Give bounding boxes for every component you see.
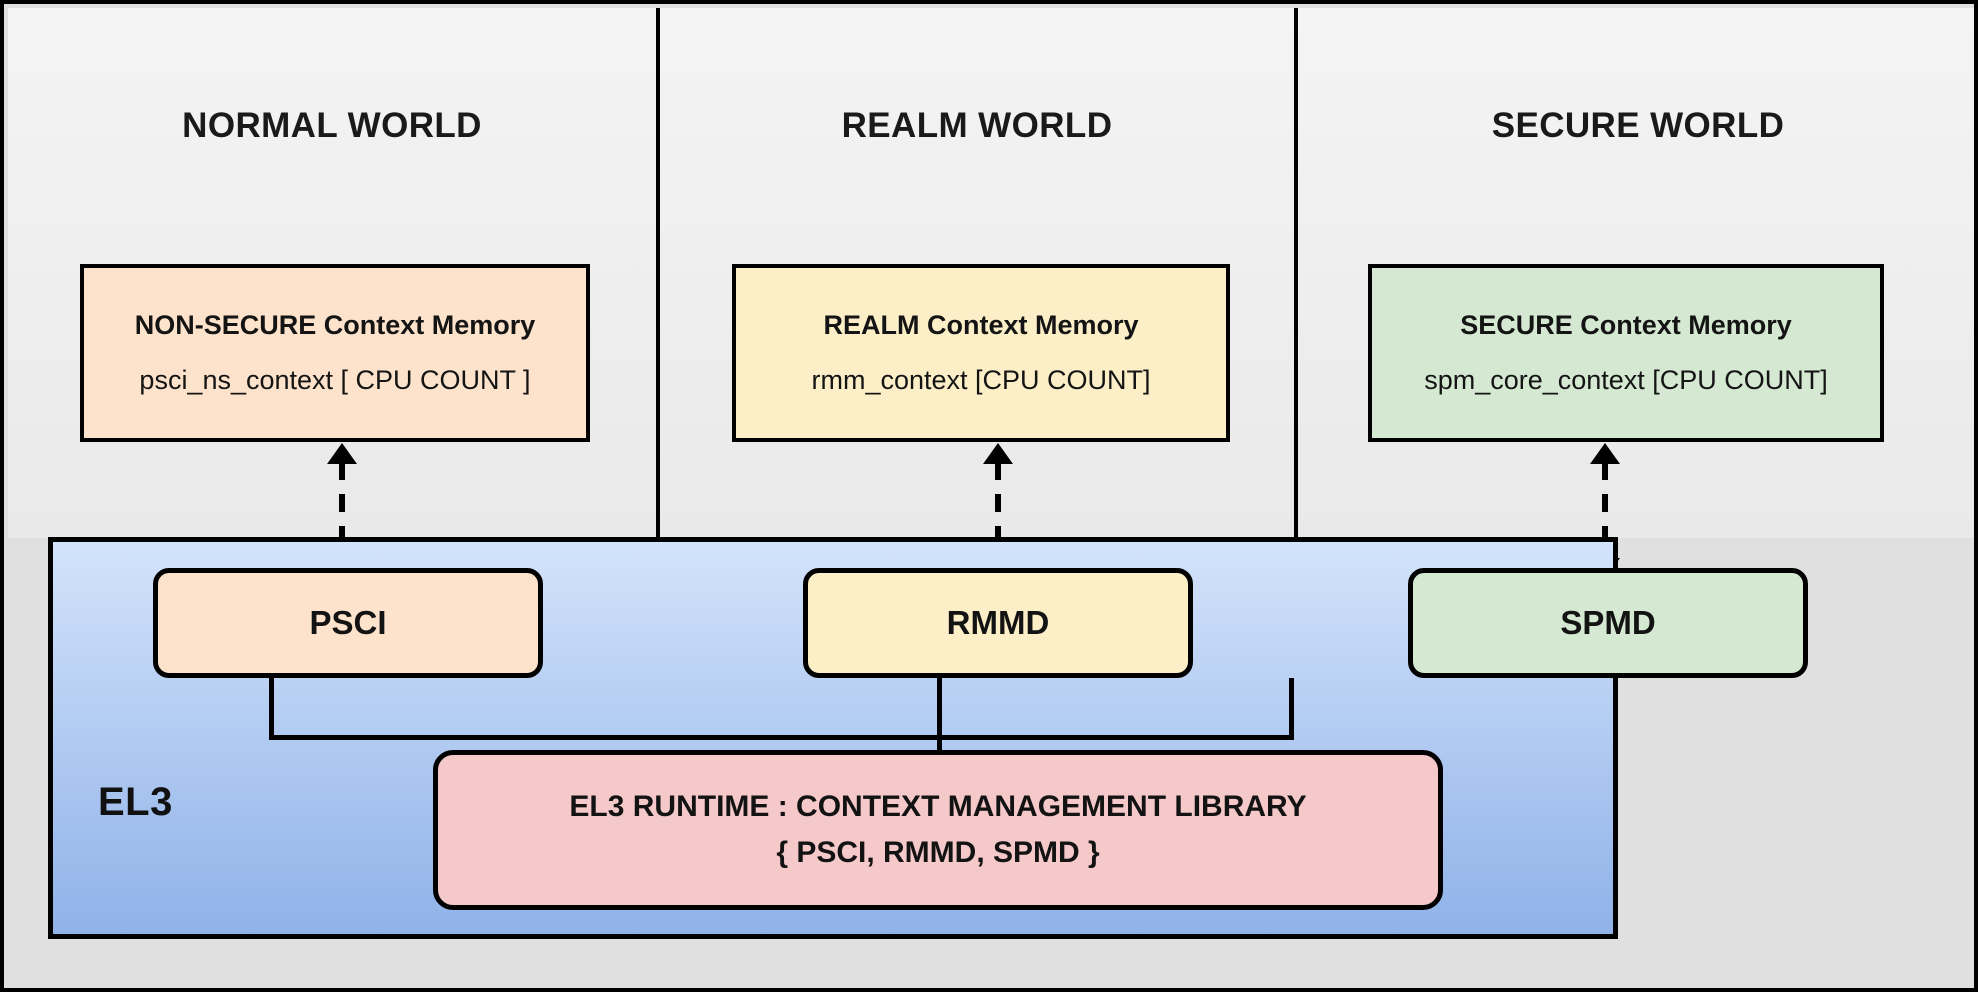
context-memory-box-secure: SECURE Context Memory spm_core_context [… bbox=[1368, 264, 1884, 442]
el3-panel: EL3 PSCI RMMD SPMD EL3 RUNTIME : CONTEXT… bbox=[48, 537, 1808, 939]
arrow-up-icon-secure bbox=[1590, 443, 1620, 464]
service-box-spmd[interactable]: SPMD bbox=[1408, 568, 1808, 678]
el3-label: EL3 bbox=[98, 780, 173, 824]
dashed-connector-normal bbox=[339, 462, 345, 560]
context-memory-title-normal: NON-SECURE Context Memory bbox=[134, 310, 536, 340]
world-title-normal: NORMAL WORLD bbox=[182, 106, 482, 145]
world-title-realm: REALM WORLD bbox=[841, 106, 1113, 145]
context-memory-subtitle-normal: psci_ns_context [ CPU COUNT ] bbox=[139, 365, 531, 395]
bus-stub-psci bbox=[269, 678, 274, 740]
service-box-psci[interactable]: PSCI bbox=[153, 568, 543, 678]
dashed-connector-secure bbox=[1602, 462, 1608, 560]
bus-spine bbox=[269, 735, 1294, 740]
bus-stub-runtime bbox=[937, 735, 942, 755]
runtime-library-members: { PSCI, RMMD, SPMD } bbox=[776, 836, 1100, 869]
el3-runtime-library-box[interactable]: EL3 RUNTIME : CONTEXT MANAGEMENT LIBRARY… bbox=[433, 750, 1443, 910]
runtime-library-title: EL3 RUNTIME : CONTEXT MANAGEMENT LIBRARY bbox=[569, 789, 1307, 823]
context-memory-box-normal: NON-SECURE Context Memory psci_ns_contex… bbox=[80, 264, 590, 442]
context-memory-subtitle-secure: spm_core_context [CPU COUNT] bbox=[1424, 365, 1828, 395]
world-column-secure: SECURE WORLD SECURE Context Memory spm_c… bbox=[1298, 8, 1974, 538]
context-memory-title-secure: SECURE Context Memory bbox=[1460, 310, 1792, 340]
context-memory-box-realm: REALM Context Memory rmm_context [CPU CO… bbox=[732, 264, 1230, 442]
bus-stub-rmmd bbox=[937, 678, 942, 736]
context-memory-subtitle-realm: rmm_context [CPU COUNT] bbox=[811, 365, 1151, 395]
world-column-realm: REALM WORLD REALM Context Memory rmm_con… bbox=[660, 8, 1298, 538]
arrow-up-icon-realm bbox=[983, 443, 1013, 464]
service-box-rmmd[interactable]: RMMD bbox=[803, 568, 1193, 678]
bus-stub-spmd bbox=[1289, 678, 1294, 740]
context-memory-title-realm: REALM Context Memory bbox=[823, 310, 1139, 340]
world-title-secure: SECURE WORLD bbox=[1491, 106, 1785, 145]
dashed-connector-realm bbox=[995, 462, 1001, 560]
worlds-strip: NORMAL WORLD NON-SECURE Context Memory p… bbox=[8, 8, 1974, 538]
arrow-up-icon-normal bbox=[327, 443, 357, 464]
